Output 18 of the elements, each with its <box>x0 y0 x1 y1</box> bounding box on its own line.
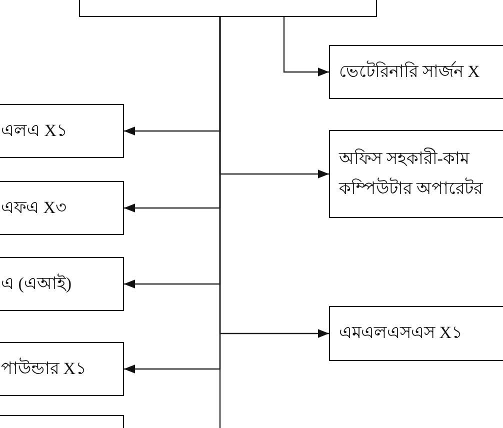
position-box <box>329 306 503 361</box>
position-title: এ (এআই) <box>1 272 73 295</box>
position-box <box>329 130 503 218</box>
position-box <box>0 257 124 311</box>
position-title: পাউন্ডার X১ <box>1 356 88 380</box>
position-title: এলএ X১ <box>1 120 69 142</box>
arrow <box>283 17 329 76</box>
position-box <box>0 342 124 396</box>
empty-box <box>79 0 377 17</box>
position-title: ভেটেরিনারি সার্জন X <box>339 60 481 83</box>
empty-box <box>0 415 124 428</box>
position-title: অফিস সহকারী-কাম কম্পিউটার অপারেটর <box>339 146 484 200</box>
position-title: এমএলএসএস X১ <box>339 322 464 344</box>
position-box <box>0 104 124 158</box>
connector-line <box>219 17 221 428</box>
position-box <box>0 181 124 235</box>
position-box <box>329 45 503 99</box>
position-title: এফএ X৩ <box>1 197 68 219</box>
